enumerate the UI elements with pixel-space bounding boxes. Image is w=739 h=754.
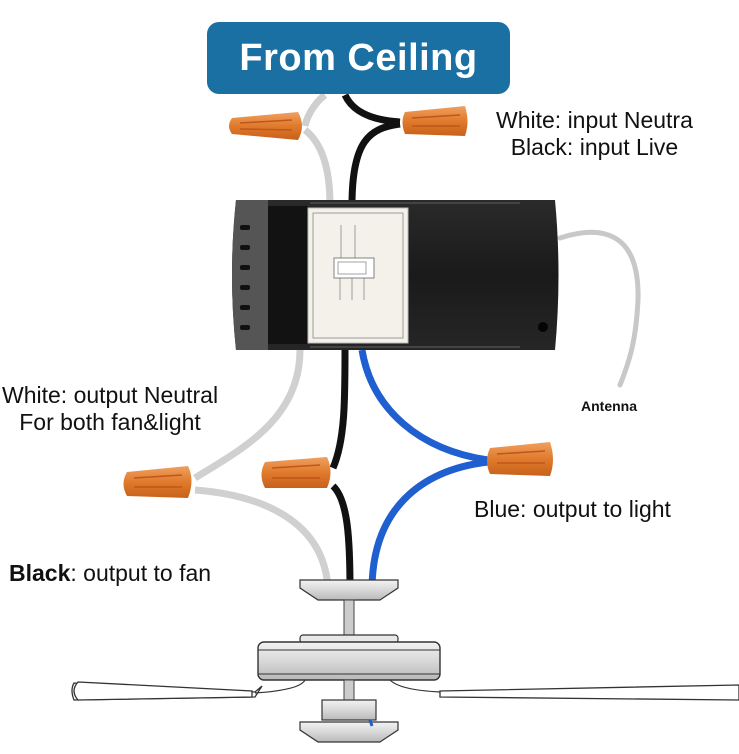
blue-output-label: Blue: output to light: [474, 496, 671, 522]
input-black-label: Black: input Live: [510, 134, 679, 160]
input-wire-label: White: input Neutra Black: input Live: [496, 107, 693, 161]
input-black-wire-b: [348, 120, 401, 206]
title-text: From Ceiling: [239, 36, 478, 79]
output-white-wire-top: [193, 349, 304, 481]
output-white-label-line2: For both fan&light: [19, 409, 201, 435]
input-white-wire-b: [302, 127, 334, 206]
wire-connector-input-live: [402, 106, 468, 136]
black-output-label-bold: Black: [9, 560, 71, 586]
receiver-wiring-label: [307, 207, 409, 344]
antenna-label: Antenna: [581, 398, 637, 414]
output-neutral-label: White: output Neutral For both fan&light: [2, 382, 218, 436]
output-blue-wire-bottom: [368, 458, 489, 591]
input-white-label: White: input Neutra: [496, 107, 693, 133]
antenna-wire: [557, 229, 641, 388]
output-blue-wire-top: [358, 349, 489, 464]
wire-connector-output-fan: [261, 457, 331, 488]
title-banner: From Ceiling: [207, 22, 510, 94]
wire-connector-output-light: [487, 442, 553, 476]
black-output-label: Black: output to fan: [9, 560, 211, 587]
input-black-wire-a: [341, 93, 401, 126]
output-white-wire-bottom: [194, 486, 332, 591]
black-output-label-rest: : output to fan: [70, 560, 212, 586]
wire-connector-input-neutral: [229, 112, 302, 140]
wire-connector-output-neutral: [123, 466, 192, 498]
output-white-label-line1: White: output Neutral: [2, 382, 219, 408]
ceiling-fan: [71, 579, 739, 743]
output-black-wire-bottom: [330, 483, 354, 591]
input-white-wire-a: [301, 92, 328, 127]
output-black-wire-top: [329, 349, 349, 470]
